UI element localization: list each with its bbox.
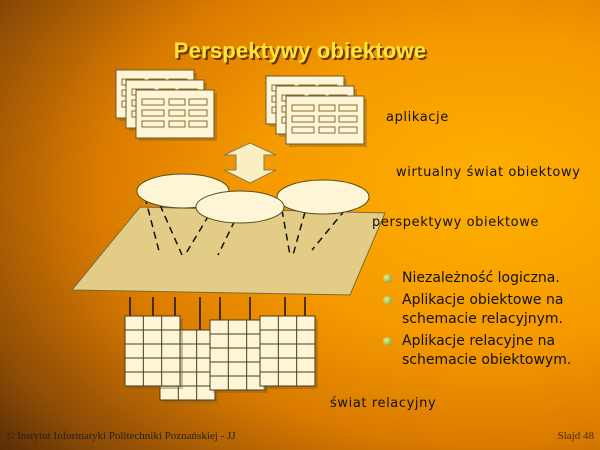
bidirectional-arrow-icon [223, 142, 277, 184]
label-perspectives: perspektywy obiektowe [372, 215, 540, 230]
application-stack-right [265, 75, 367, 147]
slide-number: Slajd 48 [557, 430, 594, 442]
perspective-ellipse-2 [195, 190, 285, 224]
app-window-3 [135, 89, 217, 141]
bullet-item: Niezależność logiczna. [380, 269, 595, 288]
bullet-dot-icon [383, 296, 392, 305]
perspective-lines [144, 196, 346, 256]
table-connectors [129, 297, 306, 330]
bullet-item: Aplikacje relacyjne na schemacie obiekto… [380, 332, 595, 370]
app-window-6 [285, 95, 367, 147]
relational-tables [124, 315, 318, 403]
bullet-item: Aplikacje obiektowe na schemacie relacyj… [380, 291, 595, 329]
label-virtual-world: wirtualny świat obiektowy [396, 165, 581, 180]
bullet-list: Niezależność logiczna. Aplikacje obiekto… [380, 269, 595, 373]
footer-copyright: © Instytut Informatyki Politechniki Pozn… [6, 430, 236, 442]
relational-table-2 [124, 315, 183, 389]
label-applications: aplikacje [386, 110, 449, 125]
perspective-ellipse-3 [276, 179, 370, 215]
application-stack-left [115, 69, 217, 141]
label-relational-world: świat relacyjny [330, 396, 437, 411]
bullet-dot-icon [383, 337, 392, 346]
slide-title: Perspektywy obiektowe [173, 38, 427, 63]
relational-table-4 [259, 315, 318, 389]
relational-table-3 [209, 319, 268, 393]
bullet-dot-icon [383, 274, 392, 283]
